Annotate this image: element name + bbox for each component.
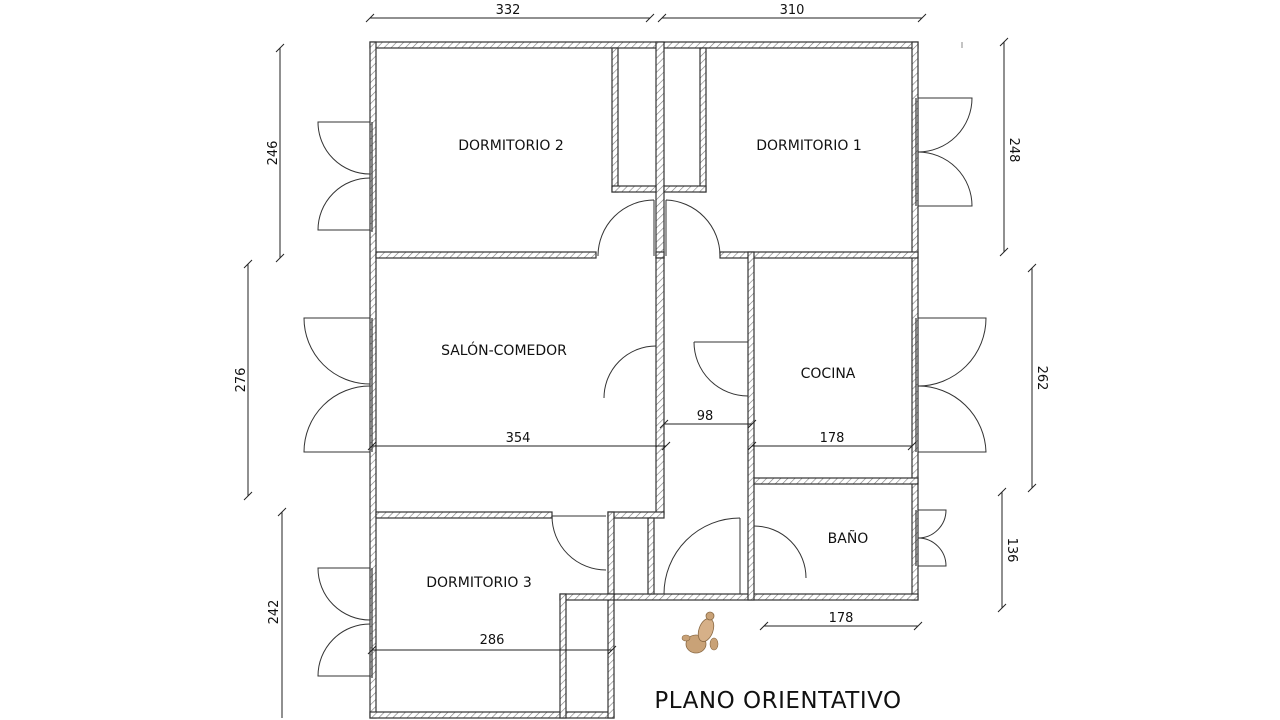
- window-swings: [303, 97, 987, 677]
- dim-left-salon: 276: [234, 368, 249, 393]
- dim-hall-width: 98: [697, 409, 714, 424]
- room-label-dormitorio-2: DORMITORIO 2: [458, 138, 564, 154]
- dim-left-dorm3: 242: [267, 600, 282, 625]
- wall-salon-south-b: [607, 511, 665, 519]
- wall-closet-3-top: [559, 593, 615, 601]
- wall-closet-3: [607, 511, 615, 595]
- wall-closet-3-east: [647, 517, 655, 595]
- dim-dorm3-width: 286: [480, 633, 505, 648]
- person-figure-icon: [681, 611, 719, 654]
- wall-closet-left-bottom: [611, 185, 657, 193]
- room-label-salon-comedor: SALÓN-COMEDOR: [441, 341, 567, 359]
- wall-right: [911, 41, 919, 601]
- dim-bano-width: 178: [829, 611, 854, 626]
- dim-salon-width: 354: [506, 431, 531, 446]
- wall-joint: [655, 251, 665, 259]
- wall-left: [369, 41, 377, 719]
- interior-doors: [551, 199, 807, 595]
- wall-bottom-dorm3: [369, 711, 615, 719]
- room-label-bano: BAÑO: [828, 530, 869, 547]
- dim-cocina-width: 178: [820, 431, 845, 446]
- wall-dorm2-south: [375, 251, 597, 259]
- wall-closet-left: [611, 47, 619, 193]
- wall-top: [369, 41, 919, 49]
- wall-dorm3-east: [607, 593, 615, 719]
- wall-kitchen-west: [747, 251, 755, 601]
- dim-right-bano: 136: [1004, 538, 1019, 563]
- wall-closet-right-bottom: [663, 185, 707, 193]
- plan-title: PLANO ORIENTATIVO: [654, 688, 901, 714]
- wall-dorm-divider: [655, 41, 665, 259]
- room-label-dormitorio-3: DORMITORIO 3: [426, 575, 532, 591]
- dimension-lines: [243, 13, 1037, 718]
- dim-top-right: 310: [780, 3, 805, 18]
- wall-closet-3-left: [559, 593, 567, 719]
- dim-left-dorm2: 246: [266, 141, 281, 166]
- dim-top-left: 332: [496, 3, 521, 18]
- window-marks: [371, 98, 917, 678]
- walls: [369, 41, 919, 719]
- wall-closet-right: [699, 47, 707, 193]
- wall-salon-east: [655, 257, 665, 515]
- wall-salon-south: [375, 511, 553, 519]
- wall-bottom-east: [607, 593, 919, 601]
- dim-right-dorm1: 248: [1006, 138, 1021, 163]
- wall-kitchen-south: [753, 477, 919, 485]
- room-label-dormitorio-1: DORMITORIO 1: [756, 138, 862, 154]
- dim-right-cocina: 262: [1034, 366, 1049, 391]
- room-label-cocina: COCINA: [801, 366, 856, 382]
